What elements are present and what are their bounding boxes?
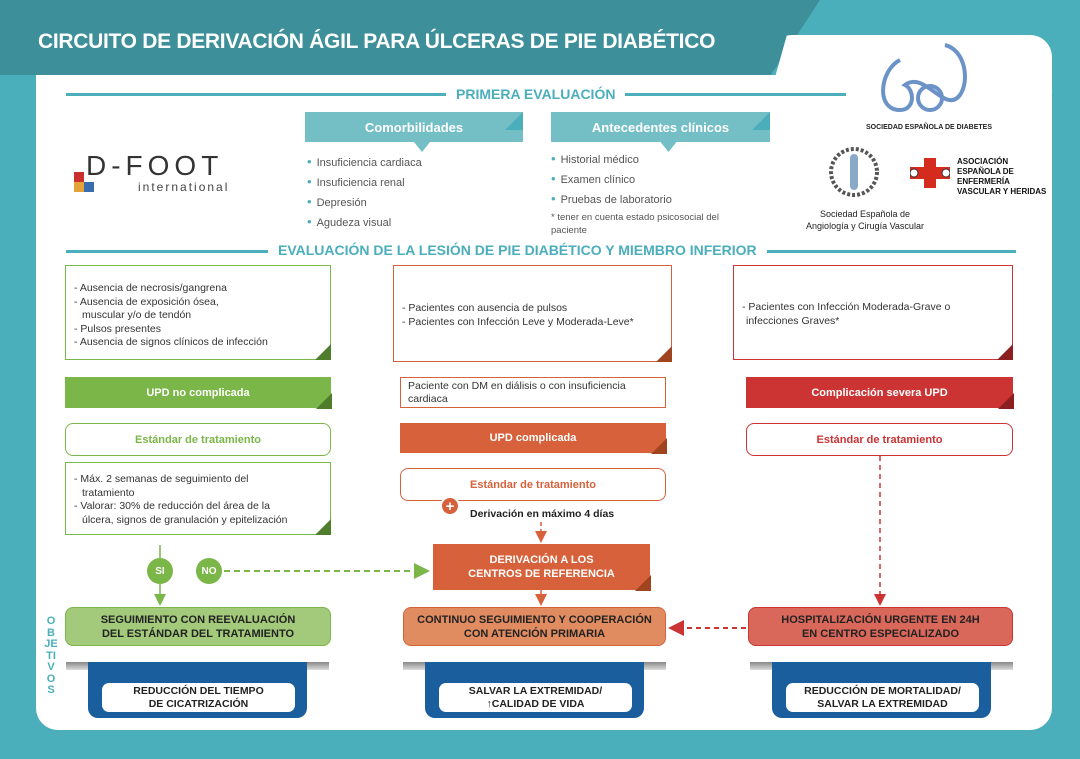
- label: UPD complicada: [489, 432, 577, 444]
- derivacion-centros-referencia: DERIVACIÓN A LOS CENTROS DE REFERENCIA: [433, 544, 650, 590]
- criterion: - Ausencia de necrosis/gangrena: [74, 282, 227, 294]
- list-item: Agudeza visual: [307, 214, 392, 229]
- list-item: Historial médico: [551, 151, 639, 166]
- antecedentes-label: Antecedentes clínicos: [591, 119, 730, 135]
- followup-line: úlcera, signos de granulación y epiteliz…: [82, 513, 288, 526]
- dfoot-logo: D-FOOT international: [74, 150, 254, 198]
- criterion: infecciones Graves*: [746, 314, 840, 327]
- result-continuo: CONTINUO SEGUIMIENTO Y COOPERACIÓN CON A…: [403, 607, 666, 646]
- comorbilidades-header: Comorbilidades: [305, 112, 523, 152]
- sed-logo-icon: [881, 43, 967, 113]
- seacv-text: Sociedad Española de Angiología y Cirugí…: [806, 209, 924, 231]
- criterion: - Pacientes con Infección Leve y Moderad…: [402, 315, 634, 328]
- list-item: Insuficiencia renal: [307, 174, 405, 189]
- list-item: Pruebas de laboratorio: [551, 191, 672, 206]
- comorbilidades-label: Comorbilidades: [364, 119, 464, 135]
- label: Complicación severa UPD: [811, 386, 948, 399]
- objective-right: REDUCCIÓN DE MORTALIDAD/ SALVAR LA EXTRE…: [750, 662, 1013, 718]
- section-title-primera-evaluacion: PRIMERA EVALUACIÓN: [446, 86, 626, 102]
- objective-text: REDUCCIÓN DE MORTALIDAD/ SALVAR LA EXTRE…: [786, 683, 979, 712]
- objective-left: REDUCCIÓN DEL TIEMPO DE CICATRIZACIÓN: [66, 662, 329, 718]
- middle-standard-treatment: Estándar de tratamiento: [400, 468, 666, 501]
- upd-no-complicada: UPD no complicada: [65, 377, 331, 408]
- dialysis-note: Paciente con DM en diálisis o con insufi…: [400, 377, 666, 408]
- followup-line: tratamiento: [82, 486, 135, 499]
- title-banner: [0, 0, 820, 75]
- derivation-time: Derivación en máximo 4 días: [470, 508, 615, 520]
- right-standard-treatment: Estándar de tratamiento: [746, 423, 1013, 456]
- left-followup-box: - Máx. 2 semanas de seguimiento del trat…: [65, 462, 331, 535]
- sed-text: SOCIEDAD ESPAÑOLA DE DIABETES: [866, 124, 993, 131]
- criterion: - Ausencia de signos clínicos de infecci…: [74, 336, 268, 348]
- seacv-logo-icon: [829, 147, 879, 197]
- objetivos-label: OBJETIVOS: [44, 615, 58, 696]
- criterion: - Pacientes con Infección Moderada-Grave…: [742, 301, 951, 313]
- list-item: Depresión: [307, 194, 367, 209]
- list-item: Examen clínico: [551, 171, 636, 186]
- objective-text: SALVAR LA EXTREMIDAD/ ↑CALIDAD DE VIDA: [439, 683, 632, 712]
- no-badge: NO: [196, 558, 222, 584]
- result-seguimiento: SEGUIMIENTO CON REEVALUACIÓN DEL ESTÁNDA…: [65, 607, 331, 646]
- psychosocial-note: * tener en cuenta estado psicosocial del…: [551, 212, 719, 236]
- criterion: - Pulsos presentes: [74, 322, 161, 335]
- objective-text: REDUCCIÓN DEL TIEMPO DE CICATRIZACIÓN: [102, 683, 295, 712]
- plus-icon: +: [440, 496, 460, 516]
- dfoot-sub: international: [138, 180, 230, 194]
- antecedentes-header: Antecedentes clínicos: [551, 112, 770, 152]
- complicacion-severa-upd: Complicación severa UPD: [746, 377, 1013, 408]
- list-item: Insuficiencia cardiaca: [307, 154, 422, 169]
- si-badge: SI: [147, 558, 173, 584]
- aeevh-cross-icon: [910, 158, 950, 188]
- section-title-evaluacion-lesion: EVALUACIÓN DE LA LESIÓN DE PIE DIABÉTICO…: [268, 242, 767, 258]
- middle-criteria-box: - Pacientes con ausencia de pulsos - Pac…: [393, 265, 672, 362]
- dfoot-text: D-FOOT: [86, 150, 224, 181]
- aeevh-text: ASOCIACIÓN ESPAÑOLA DE ENFERMERÍA VASCUL…: [957, 157, 1047, 196]
- upd-complicada: UPD complicada: [400, 423, 666, 453]
- right-criteria-box: - Pacientes con Infección Moderada-Grave…: [733, 265, 1013, 360]
- label: DERIVACIÓN A LOS CENTROS DE REFERENCIA: [468, 554, 615, 580]
- followup-line: - Máx. 2 semanas de seguimiento del: [74, 473, 249, 485]
- criterion: - Pacientes con ausencia de pulsos: [402, 302, 568, 314]
- criterion: muscular y/o de tendón: [82, 309, 192, 321]
- left-criteria-box: - Ausencia de necrosis/gangrena - Ausenc…: [65, 265, 331, 360]
- objective-middle: SALVAR LA EXTREMIDAD/ ↑CALIDAD DE VIDA: [403, 662, 666, 718]
- left-standard-treatment: Estándar de tratamiento: [65, 423, 331, 456]
- result-hospitalizacion: HOSPITALIZACIÓN URGENTE EN 24H EN CENTRO…: [748, 607, 1013, 646]
- criterion: - Ausencia de exposición ósea,: [74, 295, 219, 308]
- followup-line: - Valorar: 30% de reducción del área de …: [74, 500, 270, 512]
- label: UPD no complicada: [146, 386, 250, 399]
- page-title: CIRCUITO DE DERIVACIÓN ÁGIL PARA ÚLCERAS…: [38, 30, 716, 53]
